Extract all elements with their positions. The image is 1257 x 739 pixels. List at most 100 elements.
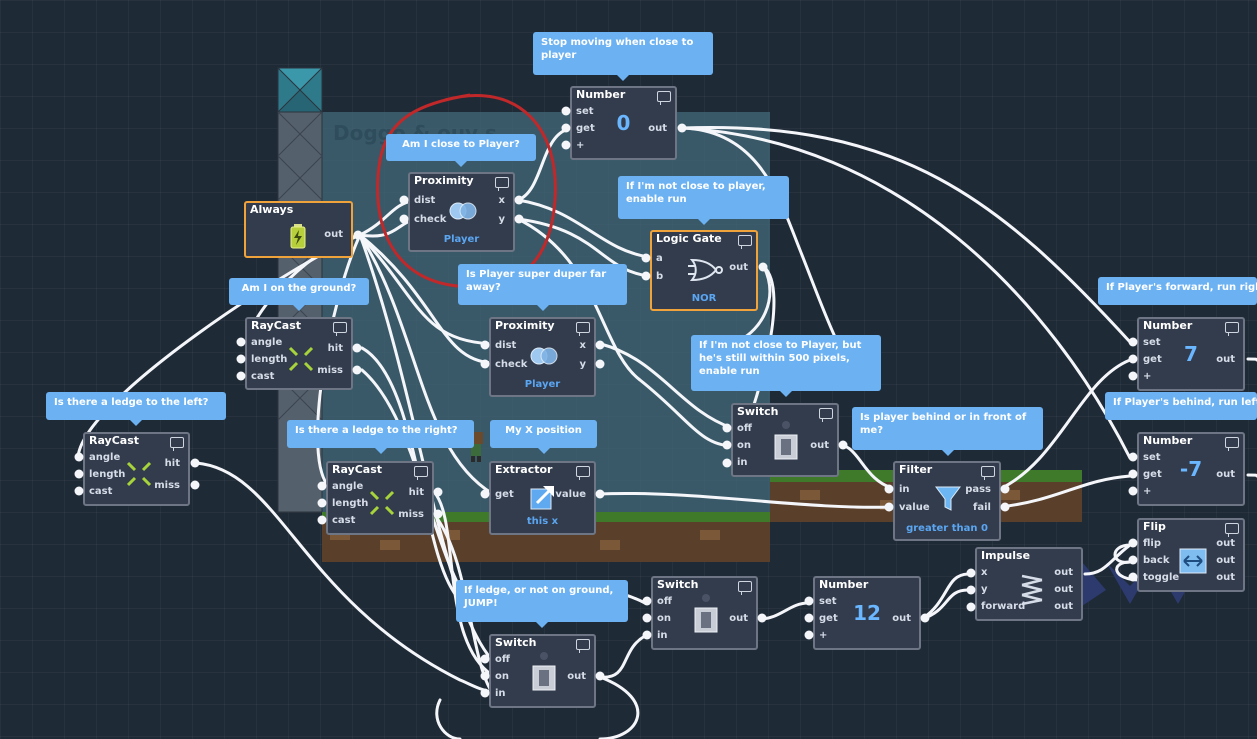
raycast-arrows-icon <box>369 490 395 516</box>
port-out: out <box>729 613 748 624</box>
raycast-node-right[interactable]: RayCast angle length cast hit miss <box>326 461 434 535</box>
port-toggle: toggle <box>1143 572 1180 583</box>
always-node[interactable]: Always out <box>244 201 353 258</box>
port-set: set <box>1143 337 1161 348</box>
number-node-neg7[interactable]: Number set get + -7 out <box>1137 432 1245 506</box>
port-out-2: out <box>1054 584 1073 595</box>
number-value[interactable]: 0 <box>616 111 631 135</box>
comment-icon[interactable] <box>1225 437 1239 451</box>
proximity-node-2[interactable]: Proximity dist check x y Player <box>489 317 596 397</box>
port-angle: angle <box>251 337 283 348</box>
number-node-7[interactable]: Number set get + 7 out <box>1137 317 1245 391</box>
port-y: y <box>579 359 586 370</box>
impulse-node[interactable]: Impulse x y forward out out out <box>975 547 1083 621</box>
node-title: Impulse <box>981 549 1031 562</box>
comment-am-i-close[interactable]: Am I close to Player? <box>386 134 536 167</box>
extract-arrow-icon <box>530 485 555 510</box>
comment-icon[interactable] <box>495 177 509 191</box>
comment-icon[interactable] <box>1225 322 1239 336</box>
comment-icon[interactable] <box>576 639 590 653</box>
proximity-target[interactable]: Player <box>524 379 561 390</box>
port-out-3: out <box>1054 601 1073 612</box>
switch-node-jump[interactable]: Switch off on in out <box>651 576 758 650</box>
port-length: length <box>332 498 369 509</box>
extractor-node[interactable]: Extractor get value this x <box>489 461 596 535</box>
port-cast: cast <box>332 515 356 526</box>
port-angle: angle <box>89 452 121 463</box>
comment-icon[interactable] <box>738 235 752 249</box>
port-y: y <box>498 214 505 225</box>
port-in: in <box>495 688 506 699</box>
port-out: out <box>729 262 748 273</box>
port-dist: dist <box>495 340 517 351</box>
raycast-arrows-icon <box>126 461 152 487</box>
comment-icon[interactable] <box>333 322 347 336</box>
comment-ledge-right[interactable]: Is there a ledge to the right? <box>287 420 474 454</box>
raycast-node-ground[interactable]: RayCast angle length cast hit miss <box>245 317 353 390</box>
comment-icon[interactable] <box>981 466 995 480</box>
switch-toggle-icon <box>774 421 798 460</box>
port-length: length <box>89 469 126 480</box>
raycast-node-left[interactable]: RayCast angle length cast hit miss <box>83 432 190 506</box>
comment-icon[interactable] <box>576 322 590 336</box>
port-on: on <box>495 671 509 682</box>
switch-toggle-icon <box>694 594 718 633</box>
comment-behind-run[interactable]: If Player's behind, run left <box>1105 392 1257 420</box>
port-out: out <box>1216 354 1235 365</box>
comment-icon[interactable] <box>576 466 590 480</box>
port-b: b <box>656 271 664 282</box>
comment-forward-run[interactable]: If Player's forward, run right <box>1098 277 1257 305</box>
port-out: out <box>324 229 343 240</box>
port-hit: hit <box>327 343 343 354</box>
gate-mode[interactable]: NOR <box>691 293 717 304</box>
number-value[interactable]: 7 <box>1184 342 1198 366</box>
extractor-field[interactable]: this x <box>526 516 559 527</box>
flip-node[interactable]: Flip flip back toggle out out out <box>1137 518 1245 592</box>
comment-within-500[interactable]: If I'm not close to Player, but he's sti… <box>691 335 881 397</box>
number-value[interactable]: -7 <box>1179 457 1203 481</box>
port-fail: fail <box>973 502 991 513</box>
comment-not-close-run[interactable]: If I'm not close to player, enable run <box>618 176 789 225</box>
comment-behind-front[interactable]: Is player behind or in front of me? <box>852 407 1043 456</box>
comment-icon[interactable] <box>738 581 752 595</box>
port-get: get <box>819 613 838 624</box>
comment-my-x[interactable]: My X position <box>490 420 597 454</box>
node-title: Number <box>576 88 626 101</box>
number-node-12[interactable]: Number set get + 12 out <box>813 576 921 650</box>
port-plus: + <box>1143 371 1152 382</box>
node-title: Proximity <box>495 319 555 332</box>
node-title: Extractor <box>495 463 553 476</box>
port-out-2: out <box>1216 555 1235 566</box>
comment-icon[interactable] <box>414 466 428 480</box>
number-node-0[interactable]: Number set get + 0 out <box>570 86 677 160</box>
filter-node[interactable]: Filter in value pass fail greater than 0 <box>893 461 1001 541</box>
port-get: get <box>495 489 514 500</box>
comment-icon[interactable] <box>1225 523 1239 537</box>
node-title: Switch <box>657 578 699 591</box>
logic-gate-node[interactable]: Logic Gate a b out NOR <box>650 230 758 311</box>
comment-icon[interactable] <box>819 408 833 422</box>
number-value[interactable]: 12 <box>853 601 881 625</box>
port-off: off <box>495 654 510 665</box>
switch-node-run[interactable]: Switch off on in out <box>731 403 839 477</box>
node-title: Always <box>250 203 294 216</box>
port-flip: flip <box>1143 538 1161 549</box>
filter-condition[interactable]: greater than 0 <box>906 523 988 534</box>
port-a: a <box>656 253 663 264</box>
comment-stop-moving[interactable]: Stop moving when close to player <box>533 32 713 81</box>
proximity-node-1[interactable]: Proximity dist check x y Player <box>408 172 515 252</box>
proximity-target[interactable]: Player <box>443 234 480 245</box>
comment-icon[interactable] <box>170 437 184 451</box>
comment-super-far[interactable]: Is Player super duper far away? <box>458 264 627 311</box>
comment-ledge-left[interactable]: Is there a ledge to the left? <box>46 392 226 426</box>
node-title: Number <box>1143 319 1193 332</box>
port-out: out <box>648 123 667 134</box>
comment-on-ground[interactable]: Am I on the ground? <box>229 278 369 311</box>
port-cast: cast <box>251 371 275 382</box>
node-title: Proximity <box>414 174 474 187</box>
comment-ledge-jump[interactable]: If ledge, or not on ground, JUMP! <box>456 580 628 628</box>
comment-icon[interactable] <box>657 91 671 105</box>
node-title: RayCast <box>251 319 302 332</box>
switch-node-ledge[interactable]: Switch off on in out <box>489 634 596 708</box>
